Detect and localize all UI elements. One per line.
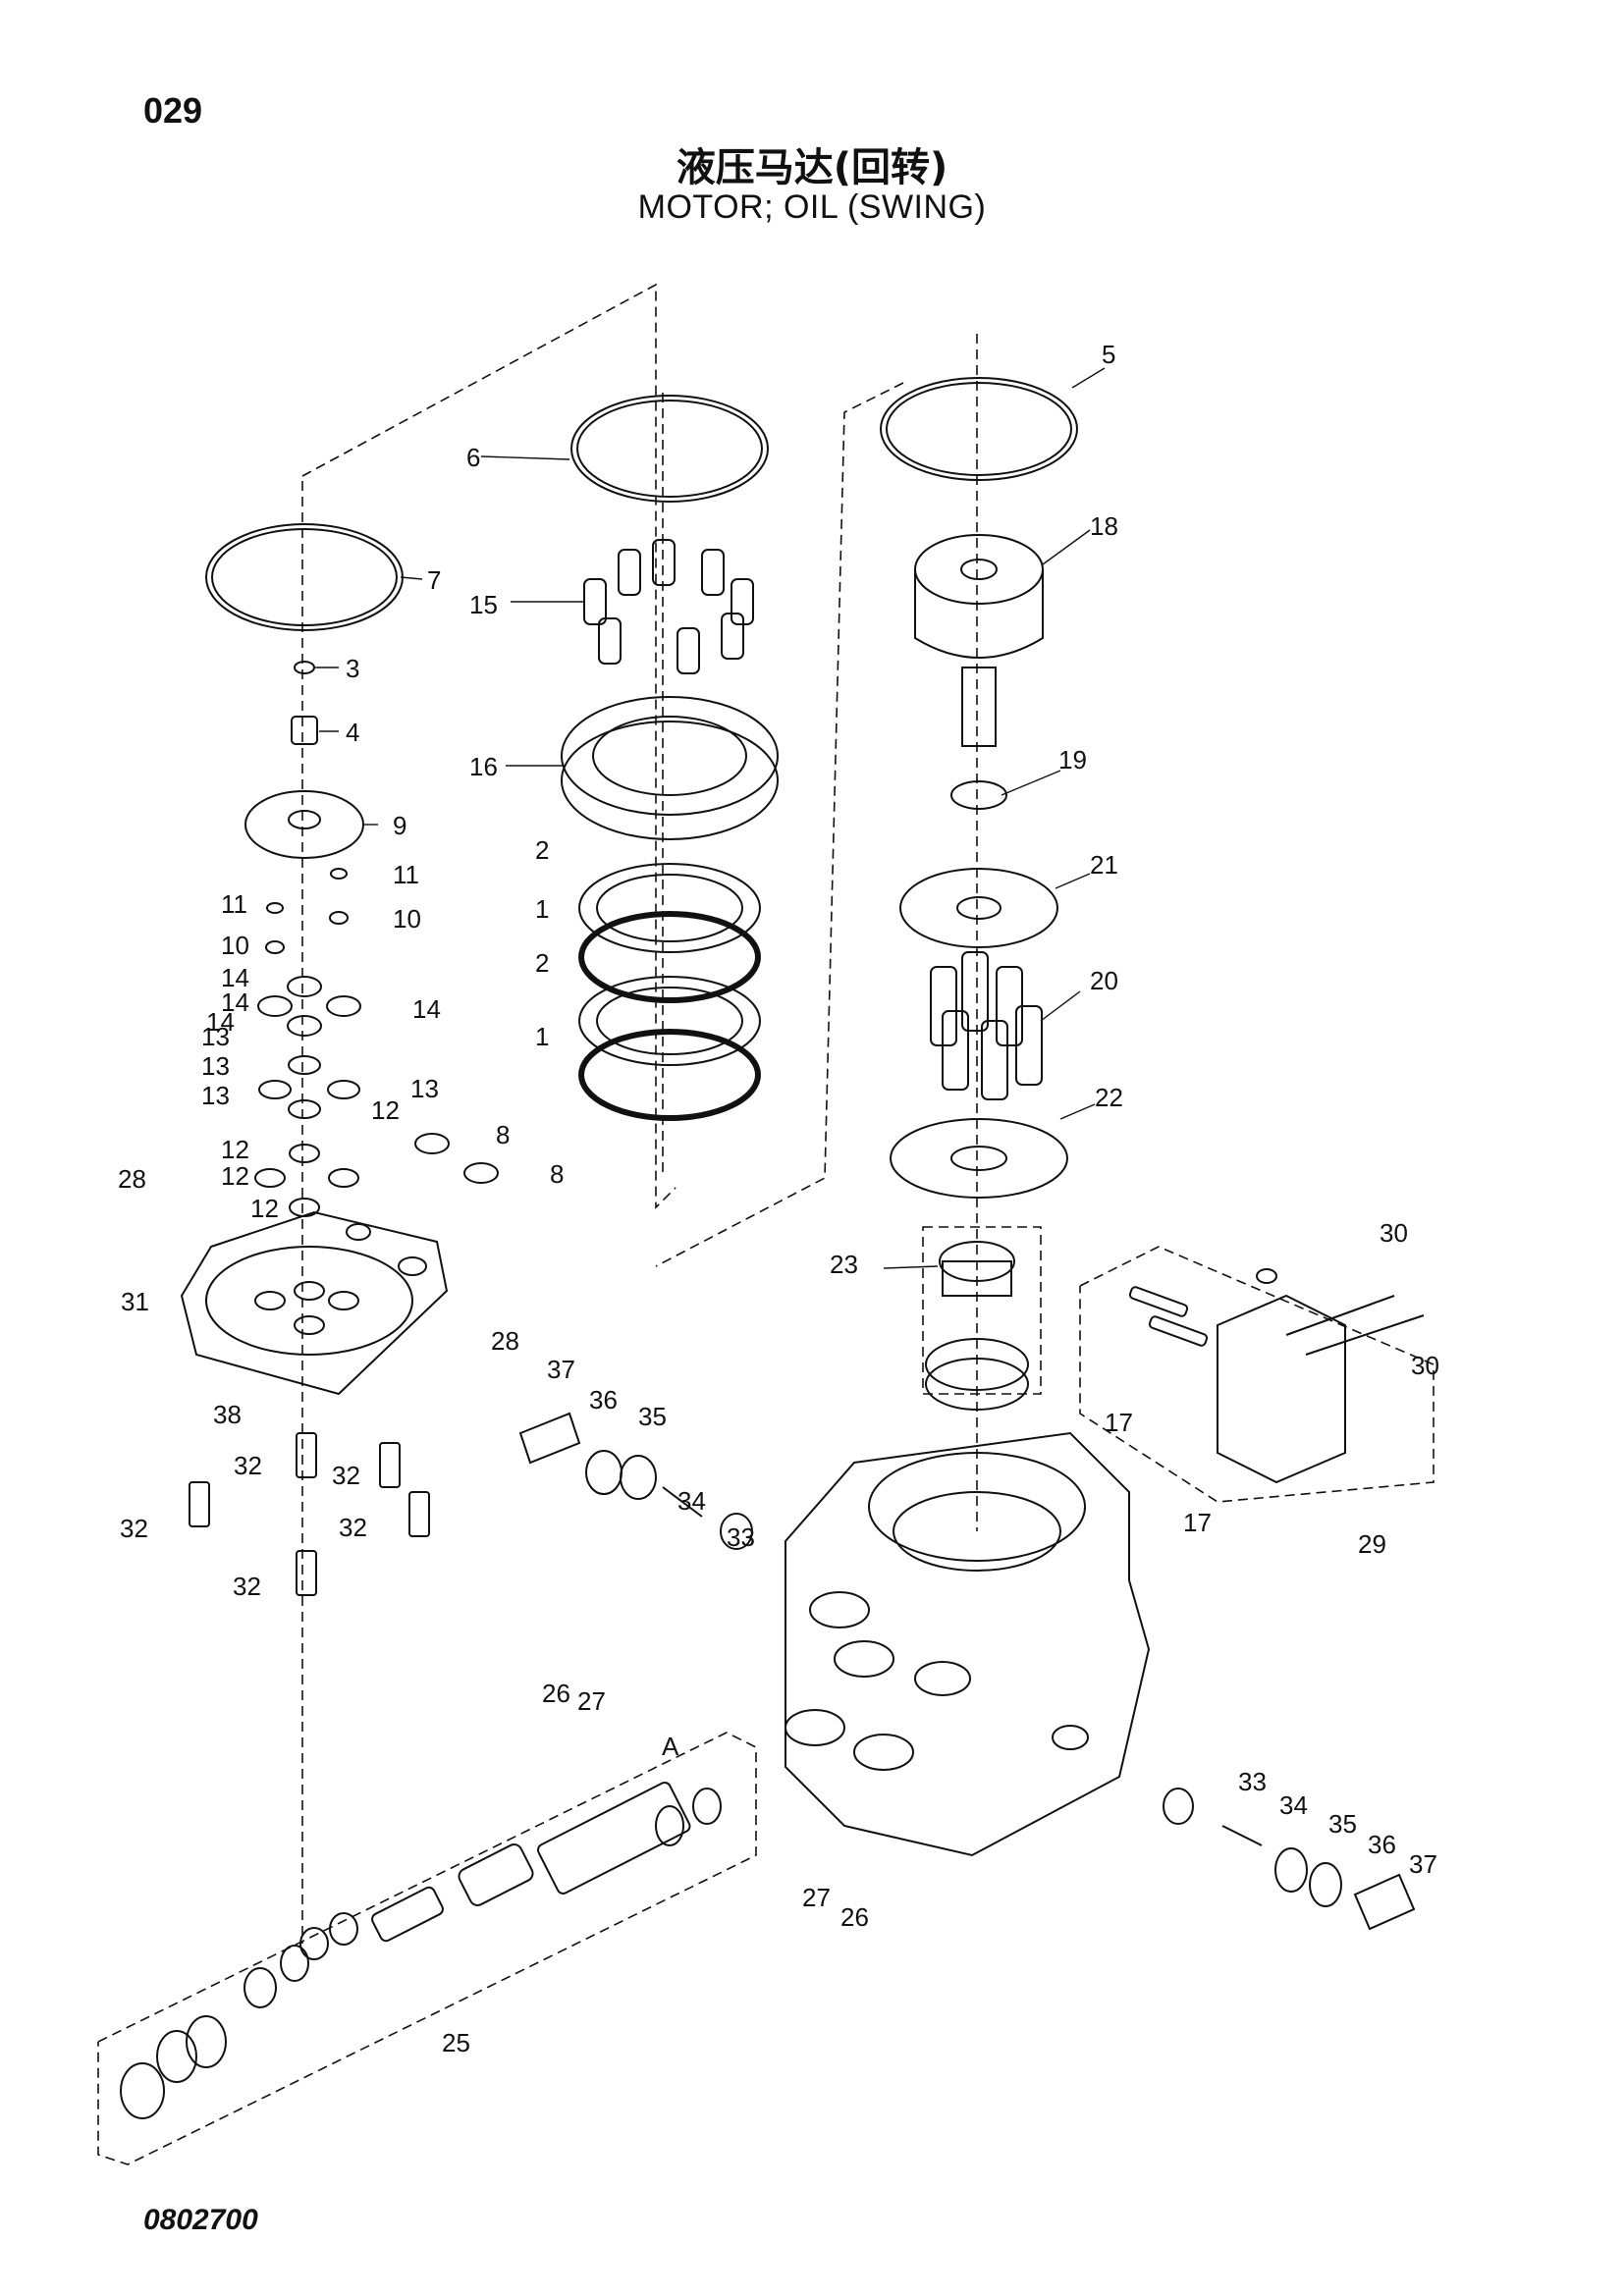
callout-label-12: 12 bbox=[250, 1194, 279, 1223]
brake-piston-16 bbox=[561, 696, 779, 840]
callout-label-32: 32 bbox=[233, 1572, 261, 1601]
callout-label-7: 7 bbox=[427, 565, 441, 595]
callout-label-10: 10 bbox=[393, 904, 421, 934]
check-valves-33-37 bbox=[518, 1412, 1416, 1931]
callout-label-34: 34 bbox=[1279, 1790, 1308, 1820]
callout-label-11: 11 bbox=[221, 889, 247, 919]
callout-label-22: 22 bbox=[1095, 1083, 1123, 1112]
callout-labels: 1122345678891010111112121212131313131414… bbox=[118, 340, 1439, 2057]
callout-label-33: 33 bbox=[1238, 1767, 1267, 1796]
callout-label-5: 5 bbox=[1102, 340, 1115, 369]
callout-label-32: 32 bbox=[234, 1451, 262, 1480]
callout-label-25: 25 bbox=[442, 2028, 470, 2057]
callout-label-13: 13 bbox=[201, 1051, 230, 1081]
callout-label-28: 28 bbox=[491, 1326, 519, 1356]
callout-label-9: 9 bbox=[393, 811, 406, 840]
callout-label-28: 28 bbox=[118, 1164, 146, 1194]
callout-label-14: 14 bbox=[206, 1007, 235, 1037]
callout-label-A: A bbox=[662, 1732, 679, 1761]
callout-label-37: 37 bbox=[547, 1355, 575, 1384]
callout-label-6: 6 bbox=[466, 443, 480, 472]
callout-label-8: 8 bbox=[550, 1159, 564, 1189]
callout-label-38: 38 bbox=[213, 1400, 242, 1429]
callout-label-8: 8 bbox=[496, 1120, 510, 1149]
callout-label-12: 12 bbox=[221, 1161, 249, 1191]
page-number: 029 bbox=[143, 90, 203, 131]
callout-label-30: 30 bbox=[1411, 1351, 1439, 1380]
callout-label-1: 1 bbox=[535, 894, 549, 924]
bolts-32 bbox=[189, 1432, 430, 1596]
callout-label-27: 27 bbox=[802, 1883, 831, 1912]
callout-label-1: 1 bbox=[535, 1022, 549, 1051]
callout-label-21: 21 bbox=[1090, 850, 1118, 880]
diagram-title-chinese: 液压马达(回转) bbox=[676, 145, 948, 190]
callout-label-35: 35 bbox=[1328, 1809, 1357, 1839]
document-code: 0802700 bbox=[143, 2204, 258, 2236]
callout-label-14: 14 bbox=[221, 963, 249, 992]
callout-label-27: 27 bbox=[577, 1686, 606, 1716]
bearing-23 bbox=[925, 1241, 1029, 1411]
callout-label-30: 30 bbox=[1380, 1218, 1408, 1248]
callout-label-19: 19 bbox=[1058, 745, 1087, 774]
relief-valve-25 bbox=[120, 1781, 722, 2119]
callout-label-10: 10 bbox=[221, 931, 249, 960]
callout-label-26: 26 bbox=[840, 1902, 869, 1932]
callout-label-18: 18 bbox=[1090, 511, 1118, 541]
valve-cover-31 bbox=[180, 1210, 449, 1396]
callout-label-36: 36 bbox=[1368, 1830, 1396, 1859]
callout-label-12: 12 bbox=[221, 1135, 249, 1164]
callout-label-32: 32 bbox=[120, 1514, 148, 1543]
leader-lines bbox=[314, 367, 1106, 1269]
callout-label-32: 32 bbox=[332, 1461, 360, 1490]
callout-label-26: 26 bbox=[542, 1679, 570, 1708]
dashed-frame-lines bbox=[97, 283, 1435, 2165]
callout-label-2: 2 bbox=[535, 835, 549, 865]
small-parts-column bbox=[244, 661, 499, 1217]
callout-label-31: 31 bbox=[121, 1287, 149, 1316]
callout-label-17: 17 bbox=[1183, 1508, 1212, 1537]
valve-plate-21-and-pistons-20 bbox=[890, 780, 1068, 1199]
callout-label-3: 3 bbox=[346, 654, 359, 683]
callout-label-32: 32 bbox=[339, 1513, 367, 1542]
o-ring-5 bbox=[880, 377, 1078, 481]
motor-housing bbox=[785, 1431, 1151, 1857]
o-ring-7 bbox=[205, 523, 404, 631]
callout-label-37: 37 bbox=[1409, 1849, 1437, 1879]
diagram-title-english: MOTOR; OIL (SWING) bbox=[637, 188, 987, 226]
callout-label-36: 36 bbox=[589, 1385, 618, 1415]
callout-label-16: 16 bbox=[469, 752, 498, 781]
callout-label-20: 20 bbox=[1090, 966, 1118, 995]
callout-label-11: 11 bbox=[393, 860, 419, 889]
callout-label-13: 13 bbox=[201, 1022, 230, 1051]
callout-label-14: 14 bbox=[221, 988, 249, 1017]
callout-label-13: 13 bbox=[201, 1081, 230, 1110]
rotor-assembly-18 bbox=[914, 534, 1044, 747]
spring-set-15 bbox=[583, 539, 754, 674]
callout-label-2: 2 bbox=[535, 948, 549, 978]
callout-label-34: 34 bbox=[677, 1486, 706, 1516]
callout-label-23: 23 bbox=[830, 1250, 858, 1279]
callout-label-33: 33 bbox=[727, 1522, 755, 1552]
o-ring-6 bbox=[570, 395, 769, 503]
friction-plates-1-2 bbox=[578, 863, 761, 1121]
callout-label-15: 15 bbox=[469, 590, 498, 619]
callout-label-4: 4 bbox=[346, 718, 359, 747]
callout-label-35: 35 bbox=[638, 1402, 667, 1431]
callout-label-29: 29 bbox=[1358, 1529, 1386, 1559]
callout-label-12: 12 bbox=[371, 1095, 400, 1125]
callout-label-17: 17 bbox=[1105, 1408, 1133, 1437]
callout-label-13: 13 bbox=[410, 1074, 439, 1103]
side-valve-block-29 bbox=[1128, 1268, 1425, 1484]
callout-label-14: 14 bbox=[412, 994, 441, 1024]
